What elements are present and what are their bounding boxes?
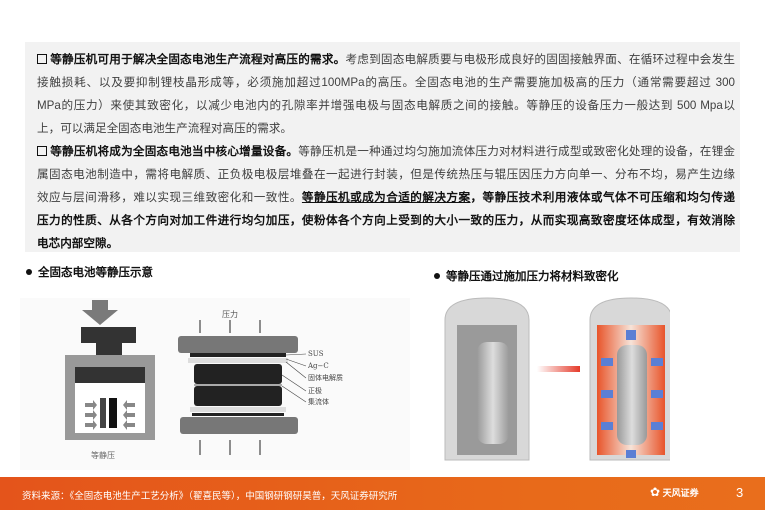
left-figure-caption: 全固态电池等静压示意 [26, 264, 153, 280]
down-arrows-icon [199, 320, 261, 455]
process-arrow-icon [537, 366, 580, 372]
isostatic-press-diagram: 等静压 [65, 300, 155, 460]
footer-bar: 资料来源：《全固态电池生产工艺分析》（翟喜民等），中国钢研钢研昊普，天风证券研究… [0, 477, 765, 510]
para1-heading: 等静压机可用于解决全固态电池生产流程对高压的需求。 [50, 53, 346, 66]
press-label: 等静压 [91, 450, 115, 460]
para1-line1: 等静压机可用于解决全固态电池生产流程对高压的需求。考虑到固态电解质要与电极形成良… [37, 52, 735, 68]
svg-text:固体电解质: 固体电解质 [308, 373, 343, 382]
svg-text:Ag−C: Ag−C [307, 362, 329, 370]
para2-line4: 压力的性质、从各个方向对加工件进行均匀加压，使粉体各个方向上受到的大小一致的压力… [37, 214, 735, 227]
right-figure-caption: 等静压通过施加压力将材料致密化 [434, 268, 619, 284]
down-arrow-icon [82, 300, 118, 325]
page-number: 3 [736, 485, 744, 500]
para2-plain: 效应与层间滑移，难以实现三维致密化和一致性。 [37, 191, 302, 204]
para2-line1: 等静压机将成为全固态电池当中核心增量设备。等静压机是一种通过均匀施加流体压力对材… [37, 144, 735, 160]
battery-stack-diagram: 压力 SUS Ag−C 固体电解质 正极 集流体 [178, 309, 343, 455]
para2-line3: 效应与层间滑移，难以实现三维致密化和一致性。等静压机或成为合适的解决方案，等静压… [37, 190, 735, 206]
para2-line5: 电芯内部空隙。 [37, 237, 119, 250]
press-piston [75, 367, 145, 383]
force-label: 压力 [222, 309, 238, 319]
bullet-icon [26, 269, 32, 275]
para1-line4: 上，可以满足全固态电池生产流程对高压的需求。 [37, 122, 293, 135]
checkbox-bullet-icon [37, 54, 47, 64]
para2-underlined: 等静压机或成为合适的解决方案 [301, 191, 471, 204]
svg-text:SUS: SUS [308, 350, 324, 358]
pressure-arrows-icon [601, 330, 663, 458]
isostatic-densification-image [444, 297, 670, 461]
svg-text:正极: 正极 [308, 386, 322, 395]
press-ram-top [81, 327, 136, 343]
dense-billet [617, 345, 647, 445]
pressure-arrows-icon [85, 400, 135, 430]
para1-line2: 接触损耗、以及要抑制锂枝晶形成等，必须施加超过100MPa的高压。全固态电池的生… [37, 76, 735, 89]
para2-heading: 等静压机将成为全固态电池当中核心增量设备。 [50, 145, 299, 158]
brand-logo: ✿ 天风证券 [650, 485, 699, 499]
para2-text: 等静压机是一种通过均匀施加流体压力对材料进行成型或致密化处理的设备，在锂金 [298, 145, 735, 158]
source-note: 资料来源：《全固态电池生产工艺分析》（翟喜民等），中国钢研钢研昊普，天风证券研究… [22, 491, 398, 502]
bullet-icon [434, 273, 440, 279]
checkbox-bullet-icon [37, 146, 47, 156]
svg-text:集流体: 集流体 [308, 397, 329, 406]
para2-bold: ，等静压技术利用液体或气体不可压缩和均匀传递 [470, 191, 735, 204]
para1-text: 考虑到固态电解质要与电极形成良好的固固接触界面、在循环过程中会发生 [345, 53, 735, 66]
porous-billet [477, 342, 509, 444]
para2-line2: 属固态电池制造中，需将电解质、正负极电极层堆叠在一起进行封装，但是传统热压与辊压… [37, 168, 735, 181]
para1-line3: MPa的压力）来使其致密化，以减少电池内的孔隙率并增强电极与固态电解质之间的接触… [37, 99, 735, 112]
summary-box: 等静压机可用于解决全固态电池生产流程对高压的需求。考虑到固态电解质要与电极形成良… [25, 42, 740, 252]
